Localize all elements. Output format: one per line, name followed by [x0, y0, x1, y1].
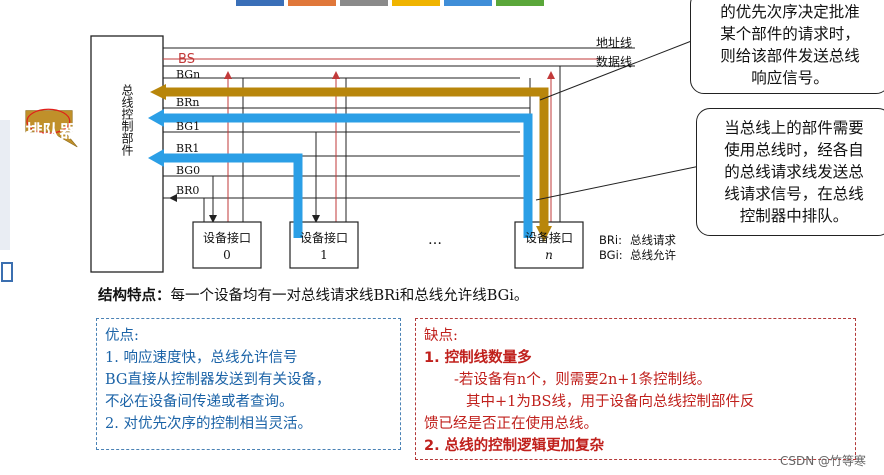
- cons-item-1: 1. 控制线数量多: [424, 350, 532, 366]
- top-tab-gray: [340, 0, 388, 6]
- legend-sym-bg: BGi:: [599, 248, 623, 262]
- request-path-n: [162, 113, 533, 238]
- callout-mid-line: 控制器中排队。: [739, 207, 849, 225]
- interface-1-index: 1: [320, 248, 328, 262]
- grant-path: [163, 87, 549, 232]
- interface-n-name: 设备接口: [525, 230, 573, 245]
- highlight-circle: [26, 108, 71, 134]
- top-tab-orange: [288, 0, 336, 6]
- cons-item-1-detail: 其中+1为BS线，用于设备向总线控制部件反: [466, 394, 755, 410]
- cons-box: 缺点: 1. 控制线数量多 -若设备有n个，则需要2n+1条控制线。 其中+1为…: [415, 318, 856, 460]
- cons-title: 缺点:: [424, 328, 458, 344]
- request-path-1: [162, 153, 303, 238]
- controller-box: [90, 35, 164, 273]
- interface-box-0: [192, 221, 262, 269]
- pros-title: 优点:: [105, 328, 139, 344]
- top-tab-green: [496, 0, 544, 6]
- left-edge-strip: [0, 120, 10, 250]
- structure-feature: 结构特点：每一个设备均有一对总线请求线BRi和总线允许线BGi。: [98, 284, 528, 305]
- structure-text: 每一个设备均有一对总线请求线BRi和总线允许线BGi。: [170, 288, 529, 304]
- signal-label-bg1: BG1: [176, 120, 200, 133]
- pros-box: 优点: 1. 响应速度快，总线允许信号 BG直接从控制器发送到有关设备， 不必在…: [96, 318, 401, 450]
- callout-top-line: 某个部件的请求时，: [720, 25, 860, 43]
- bs-label: BS: [178, 52, 195, 67]
- cons-item-1-detail: -若设备有n个，则需要2n+1条控制线。: [454, 372, 712, 388]
- signal-label-br1: BR1: [176, 142, 199, 155]
- cons-item-2: 2. 总线的控制逻辑更加复杂: [424, 438, 605, 454]
- queue-tag: [25, 108, 78, 148]
- pros-line: 2. 对优先次序的控制相当灵活。: [105, 416, 312, 432]
- signal-label-bg0: BG0: [176, 164, 200, 177]
- callout-mid-line: 线请求信号，在总线: [724, 185, 864, 203]
- legend-text-bg: 总线允许: [630, 248, 676, 262]
- cons-item-1-detail: 馈已经是否正在使用总线。: [424, 416, 598, 432]
- address-line-label: 地址线: [596, 36, 632, 50]
- data-line-label: 数据线: [596, 54, 632, 69]
- controller-label: 总线控制部件: [120, 84, 134, 156]
- callout-mid-line: 使用总线时，经各自: [724, 141, 864, 159]
- top-tab-yellow: [392, 0, 440, 6]
- callout-top-line: 则给该部件发送总线: [720, 47, 860, 65]
- interface-0-index: 0: [223, 248, 231, 262]
- legend-sym-br: BRi:: [599, 233, 622, 247]
- callout-top-line: 的优先次序决定批准: [720, 3, 860, 21]
- interface-1-name: 设备接口: [300, 230, 348, 245]
- left-edge-icon: [1, 262, 13, 282]
- signal-label-brn: BRn: [176, 96, 199, 109]
- callout-mid-line: 当总线上的部件需要: [724, 119, 864, 137]
- callout-top-right: 的优先次序决定批准 某个部件的请求时， 则给该部件发送总线 响应信号。: [690, 0, 884, 94]
- watermark: CSDN @竹等寒: [779, 454, 866, 468]
- structure-label: 结构特点：: [98, 288, 171, 304]
- interface-n-index: n: [545, 248, 553, 262]
- top-tab-blue: [236, 0, 284, 6]
- callout-middle-right: 当总线上的部件需要 使用总线时，经各自 的总线请求线发送总 线请求信号，在总线 …: [696, 108, 884, 236]
- queue-tag-label: 排队器: [25, 122, 77, 142]
- signal-label-bgn: BGn: [176, 68, 200, 81]
- signal-label-br0: BR0: [176, 184, 199, 197]
- callout-top-line: 响应信号。: [751, 69, 829, 87]
- pros-line: BG直接从控制器发送到有关设备，: [105, 372, 331, 388]
- callout-mid-line: 的总线请求线发送总: [724, 163, 864, 181]
- interface-0-name: 设备接口: [203, 230, 251, 245]
- legend-text-br: 总线请求: [630, 233, 676, 247]
- pros-line: 不必在设备间传递或者查询。: [105, 394, 294, 410]
- pros-line: 1. 响应速度快，总线允许信号: [105, 350, 298, 366]
- ellipsis: …: [428, 232, 442, 248]
- top-tab-lightblue: [444, 0, 492, 6]
